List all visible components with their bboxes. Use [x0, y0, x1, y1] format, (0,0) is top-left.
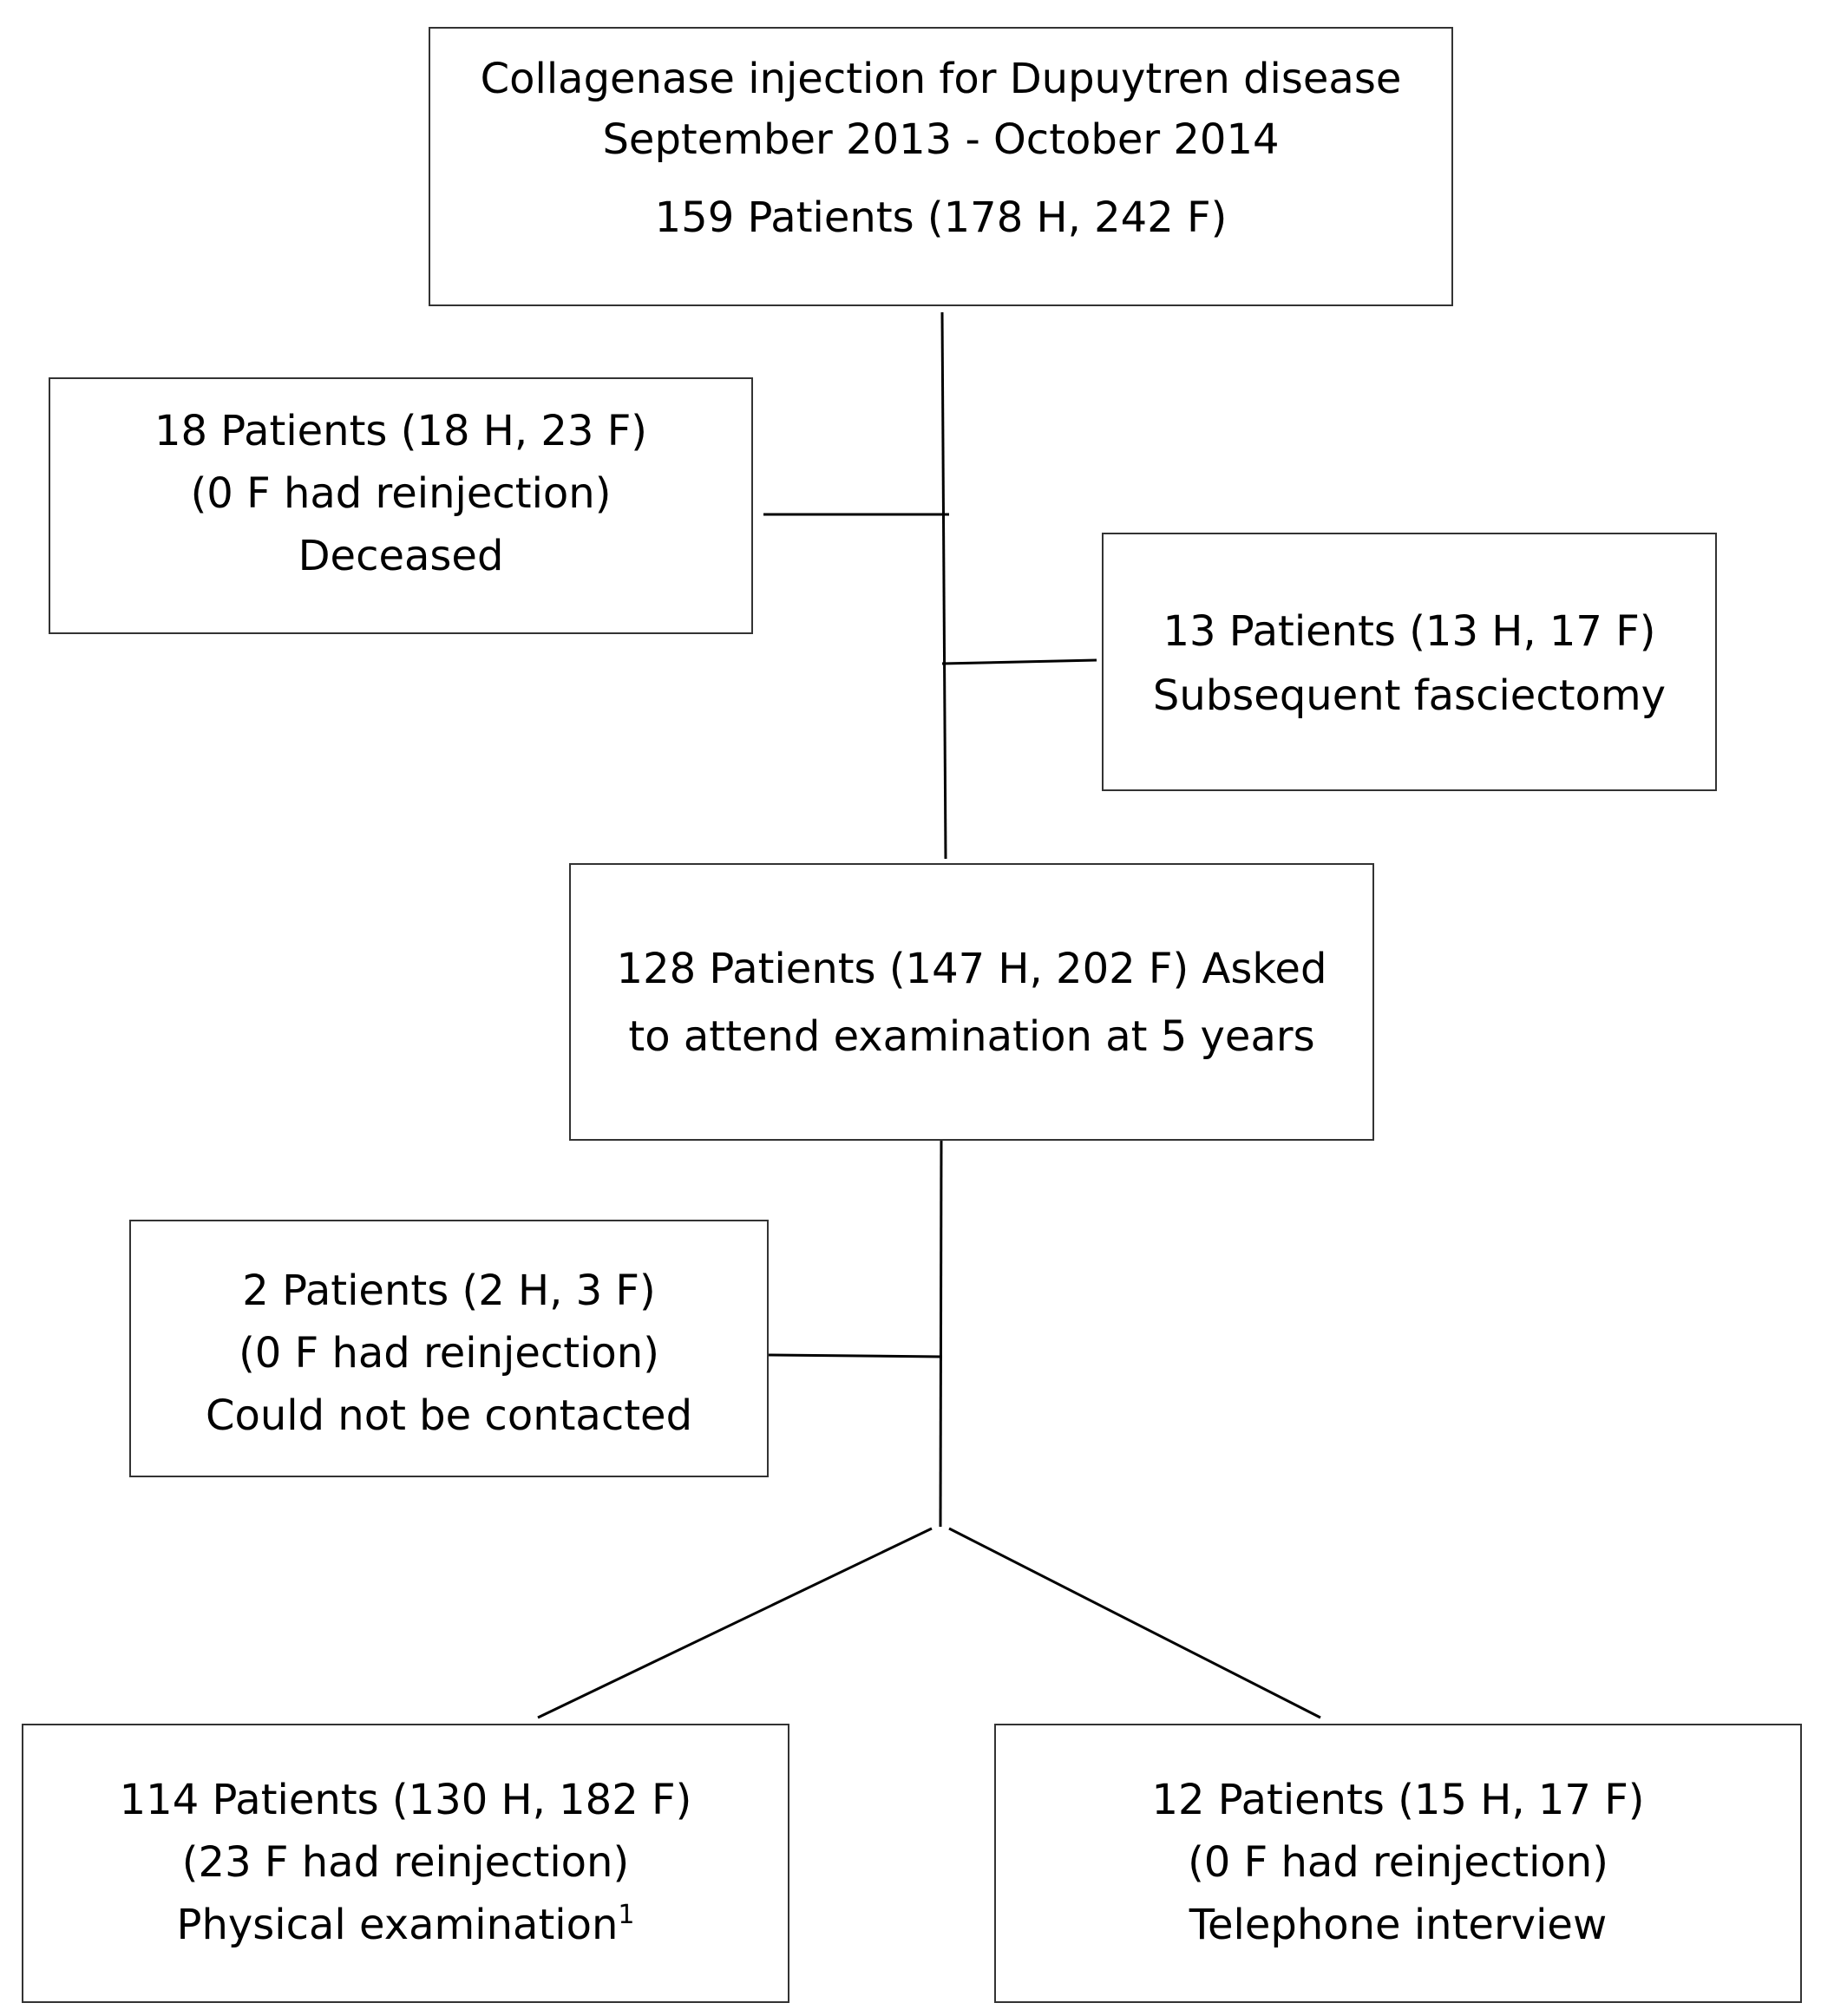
fasciectomy-label: Subsequent fasciectomy — [1152, 671, 1667, 720]
not-contacted-patients: 2 Patients (2 H, 3 F) — [242, 1267, 656, 1315]
telephone-label: Telephone interview — [1189, 1901, 1608, 1949]
not-contacted-box: 2 Patients (2 H, 3 F) (0 F had reinjecti… — [129, 1220, 769, 1477]
deceased-box: 18 Patients (18 H, 23 F) (0 F had reinje… — [49, 377, 753, 634]
connector-to-telephone — [948, 1527, 1321, 1719]
telephone-reinjection: (0 F had reinjection) — [1188, 1838, 1608, 1887]
physical-patients: 114 Patients (130 H, 182 F) — [119, 1776, 692, 1824]
fasciectomy-patients: 13 Patients (13 H, 17 F) — [1163, 607, 1656, 656]
fasciectomy-box: 13 Patients (13 H, 17 F) Subsequent fasc… — [1102, 533, 1717, 791]
footnote-marker: 1 — [618, 1900, 635, 1930]
deceased-label: Deceased — [298, 532, 504, 580]
connector-to-not-contacted — [768, 1353, 943, 1358]
start-title: Collagenase injection for Dupuytren dise… — [480, 55, 1402, 103]
asked-label: to attend examination at 5 years — [628, 1012, 1315, 1061]
start-box: Collagenase injection for Dupuytren dise… — [429, 27, 1453, 306]
connector-to-fasciectomy — [941, 658, 1097, 665]
physical-reinjection: (23 F had reinjection) — [181, 1838, 630, 1887]
physical-label-line: Physical examination1 — [23, 1901, 788, 1949]
physical-label: Physical examination — [176, 1901, 619, 1949]
start-patients: 159 Patients (178 H, 242 F) — [654, 193, 1228, 242]
deceased-reinjection: (0 F had reinjection) — [190, 469, 612, 518]
start-period: September 2013 - October 2014 — [602, 115, 1280, 164]
asked-patients: 128 Patients (147 H, 202 F) Asked — [616, 945, 1327, 993]
physical-exam-box: 114 Patients (130 H, 182 F) (23 F had re… — [22, 1724, 789, 2003]
connector-start-to-asked — [940, 311, 947, 860]
telephone-interview-box: 12 Patients (15 H, 17 F) (0 F had reinje… — [994, 1724, 1802, 2003]
deceased-patients: 18 Patients (18 H, 23 F) — [154, 407, 648, 455]
not-contacted-reinjection: (0 F had reinjection) — [239, 1329, 659, 1378]
telephone-patients: 12 Patients (15 H, 17 F) — [1151, 1776, 1645, 1824]
connector-asked-to-split — [939, 1136, 943, 1528]
not-contacted-label: Could not be contacted — [205, 1391, 693, 1440]
connector-to-physical — [537, 1527, 933, 1719]
asked-box: 128 Patients (147 H, 202 F) Asked to att… — [569, 863, 1374, 1141]
